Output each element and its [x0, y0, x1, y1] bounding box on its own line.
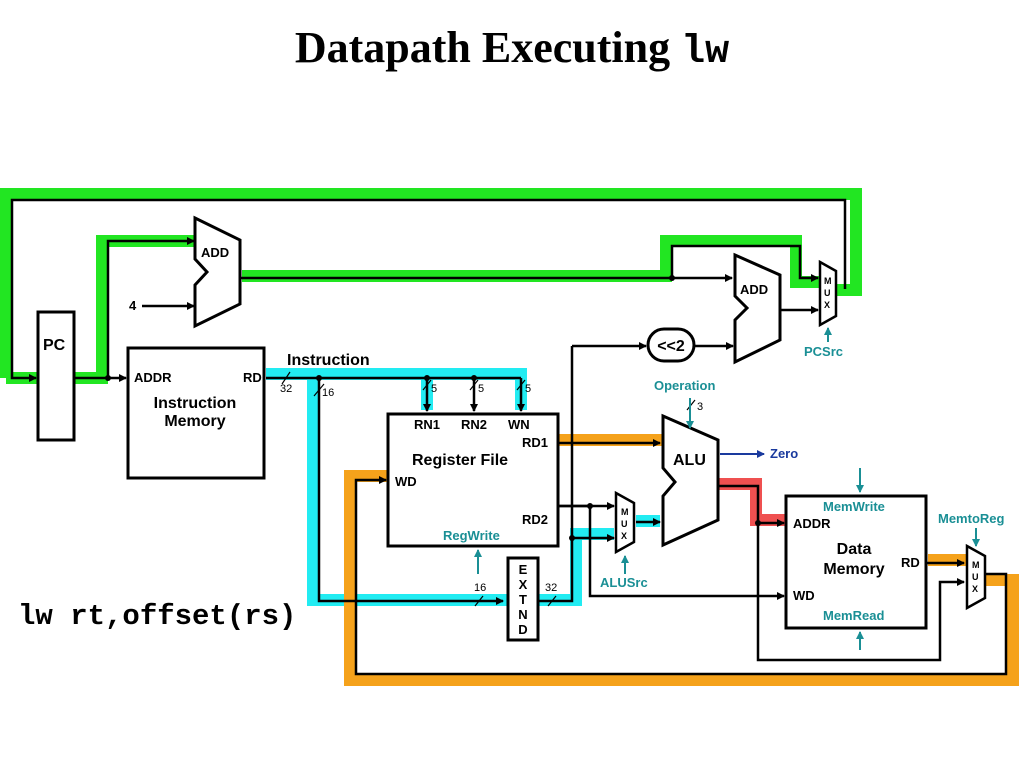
imem-title-line2: Memory — [164, 413, 225, 430]
mux-letter: M — [824, 276, 832, 286]
rn2-port-label: RN2 — [461, 417, 487, 432]
extend-letter: E — [519, 562, 528, 577]
mux-letter: U — [621, 519, 628, 529]
rd1-port-label: RD1 — [522, 435, 548, 450]
alu-result-highlight-path — [718, 478, 786, 526]
data-memory: MemWrite ADDR Data Memory RD WD MemRead — [784, 494, 928, 630]
alu-label: ALU — [673, 452, 706, 469]
dmem-title-line2: Memory — [823, 561, 884, 578]
program-counter: PC — [36, 310, 76, 442]
imem-title-line1: Instruction — [154, 395, 237, 412]
dm-rd-port-label: RD — [901, 555, 920, 570]
mux-letter: M — [621, 507, 629, 517]
pcsrc-signal: PCSrc — [804, 344, 843, 359]
adder-label: ADD — [740, 282, 768, 297]
alu: ALU Operation — [654, 378, 720, 548]
dm-wd-port-label: WD — [793, 588, 815, 603]
bus-width-label: 32 — [280, 383, 292, 395]
mux-letter: U — [824, 288, 831, 298]
rn1-port-label: RN1 — [414, 417, 440, 432]
extend-letter: T — [519, 592, 527, 607]
pcsrc-mux: M U X PCSrc — [804, 259, 843, 359]
bus-width-label: 3 — [697, 401, 703, 413]
zero-signal: Zero — [770, 446, 798, 461]
dm-addr-port-label: ADDR — [793, 516, 831, 531]
memwrite-signal: MemWrite — [823, 499, 885, 514]
rd-port-label: RD — [243, 370, 262, 385]
shift-label: <<2 — [657, 338, 685, 355]
alusrc-mux: M U X ALUSrc — [600, 490, 648, 590]
register-file: RN1 RN2 WN RD1 Register File WD RD2 RegW… — [386, 412, 560, 548]
addr-port-label: ADDR — [134, 370, 172, 385]
wn-port-label: WN — [508, 417, 530, 432]
bus-width-label: 32 — [545, 582, 557, 594]
wd-port-label: WD — [395, 474, 417, 489]
page-title: Datapath Executing lw — [294, 23, 730, 75]
dmem-title-line1: Data — [837, 541, 872, 558]
branch-adder: ADD — [733, 252, 782, 365]
mux-letter: U — [972, 572, 979, 582]
instruction-format: lw rt,offset(rs) — [18, 600, 297, 633]
mux-letter: X — [972, 584, 978, 594]
memread-signal: MemRead — [823, 608, 884, 623]
extend-letter: D — [518, 622, 527, 637]
bus-width-marks — [281, 371, 696, 607]
rd2-port-label: RD2 — [522, 512, 548, 527]
bus-width-label: 5 — [431, 383, 437, 395]
instruction-memory: ADDR RD Instruction Memory — [126, 346, 266, 480]
memtoreg-signal: MemtoReg — [938, 511, 1005, 526]
mux-letter: X — [621, 531, 627, 541]
bus-width-label: 16 — [322, 387, 334, 399]
operation-signal: Operation — [654, 378, 715, 393]
wires — [10, 198, 1008, 676]
bus-width-label: 16 — [474, 582, 486, 594]
extend-letter: X — [519, 577, 528, 592]
bus-width-label: 5 — [478, 383, 484, 395]
mux-letter: M — [972, 560, 980, 570]
pc-label: PC — [43, 337, 66, 354]
pc-adder: ADD 4 — [129, 215, 242, 329]
alusrc-signal: ALUSrc — [600, 575, 648, 590]
junction-dots — [105, 275, 761, 541]
constant-four: 4 — [129, 298, 137, 313]
shift-left-2: <<2 — [646, 327, 696, 363]
regwrite-signal: RegWrite — [443, 528, 500, 543]
sign-extend: E X T N D — [506, 556, 540, 642]
extend-letter: N — [518, 607, 527, 622]
bus-width-label: 5 — [525, 383, 531, 395]
register-file-title: Register File — [412, 452, 508, 469]
mux-letter: X — [824, 300, 830, 310]
memtoreg-mux: M U X MemtoReg — [938, 511, 1005, 611]
adder-label: ADD — [201, 245, 229, 260]
instruction-bus-label: Instruction — [287, 352, 370, 369]
